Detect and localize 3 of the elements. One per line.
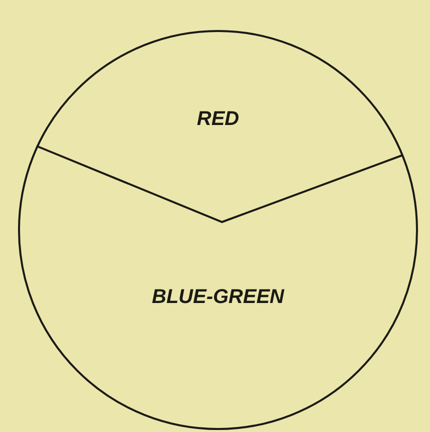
- circle: [18, 30, 418, 430]
- region-label: RED: [196, 108, 240, 130]
- region-label: BLUE-GREEN: [152, 286, 284, 308]
